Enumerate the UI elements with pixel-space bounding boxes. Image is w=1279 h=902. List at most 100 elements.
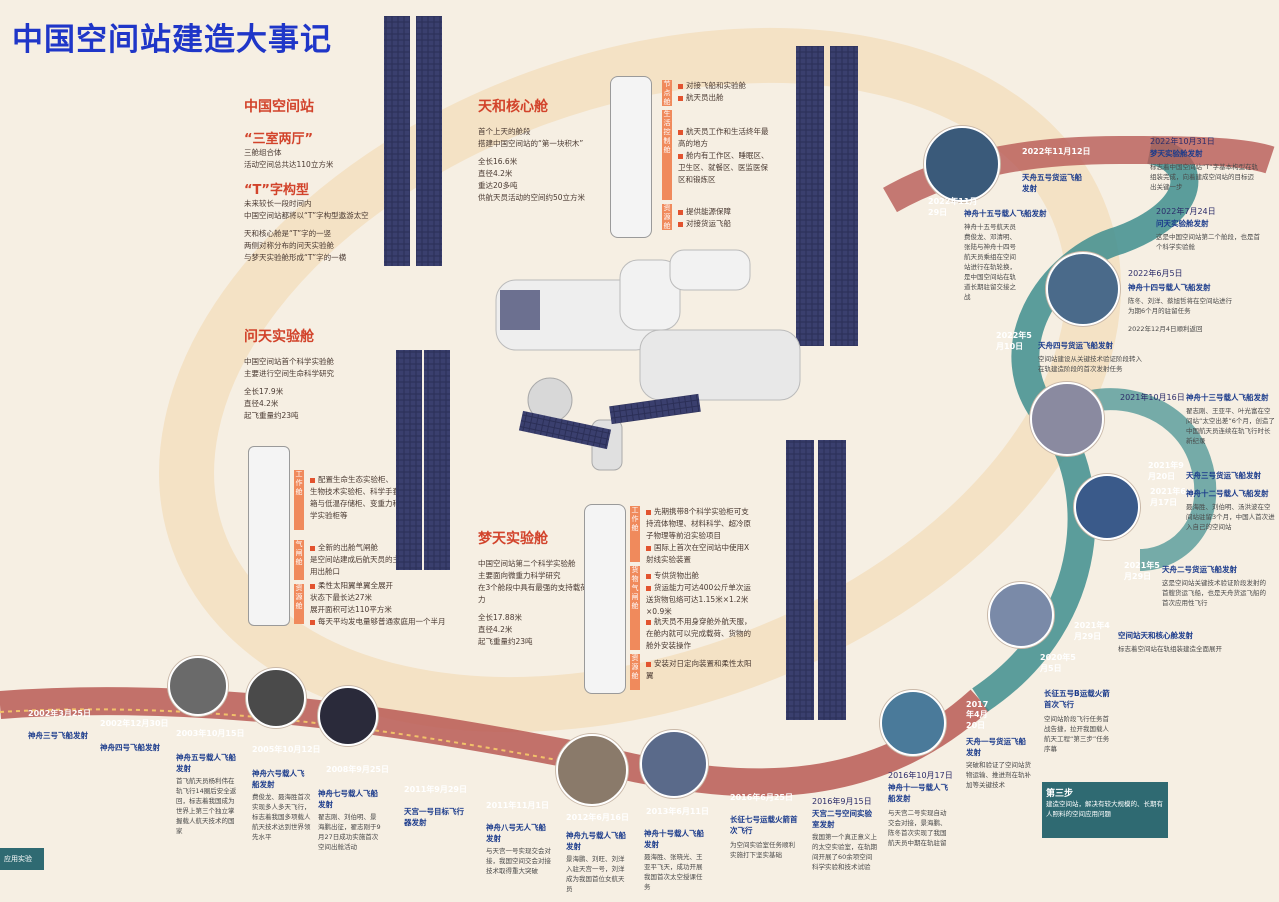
mengtian-weight: 起飞重量约23吨: [478, 637, 533, 646]
timeline-date-2021-09: 2021年9月20日: [1148, 461, 1184, 481]
mengtian-work-tab: 工作舱: [630, 506, 640, 562]
timeline-date-2016-09: 2016年9月15日: [812, 797, 872, 806]
timeline-desc-shenzhou6: 费俊龙、聂海胜首次实现多人多天飞行，标志着我国多项载人航天技术达到世界领先水平: [252, 793, 311, 841]
tianhe-diameter: 直径4.2米: [478, 169, 513, 178]
timeline-event-shenzhou8: 神舟八号无人飞船发射: [486, 823, 546, 843]
astronaut-photo-yang: [168, 656, 228, 716]
tianhe-living-tab: 生活控制舱: [662, 110, 672, 200]
timeline-date-2002-03: 2002年3月25日: [28, 709, 91, 718]
tianhe-desc-2: 搭建中国空间站的“第一块积木”: [478, 139, 584, 148]
timeline-date-2022-11-12: 2022年11月12日: [1022, 147, 1091, 156]
tianhe-living-item-2: 舱内有工作区、睡眠区、卫生区、就餐区、医监医保区和锻炼区: [678, 151, 769, 184]
wentian-module-drawing: [248, 446, 290, 626]
timeline-event-cz5b: 长征五号B运载火箭首次飞行: [1044, 689, 1110, 709]
mengtian-cargo-item-2: 货运能力可达400公斤单次运送货物包络可达1.15米×1.2米×0.9米: [646, 583, 751, 616]
astronaut-photo-shenzhou13: [1030, 382, 1104, 456]
wentian-heading: 问天实验舱: [244, 329, 314, 345]
timeline-desc-shenzhou11: 与天宫二号实现自动交会对接，景海鹏、陈冬首次实现了我国航天员中期在轨驻留: [888, 809, 947, 847]
timeline-date-2016-06: 2016年6月25日: [730, 793, 793, 802]
timeline-desc-shenzhou9: 景海鹏、刘旺、刘洋入驻天宫一号，刘洋成为我国首位女航天员: [566, 855, 625, 893]
timeline-event-tianzhou2: 天舟二号货运飞船发射: [1162, 565, 1237, 574]
timeline-date-2022-06: 2022年6月5日: [1128, 269, 1183, 278]
timeline-event-shenzhou14: 神舟十四号载人飞船发射: [1128, 283, 1211, 292]
timeline-desc-shenzhou8: 与天宫一号实现交会对接，我国空间交会对接技术取得重大突破: [486, 847, 551, 875]
tianhe-resource-item-2: 对接货运飞船: [678, 218, 778, 230]
mengtian-cargo-tab: 货物气闸舱: [630, 566, 640, 650]
timeline-event-shenzhou11: 神舟十一号载人飞船发射: [888, 783, 948, 803]
timeline-extra-shenzhou14: 2022年12月4日顺利返回: [1128, 325, 1203, 333]
astronaut-photo-spacewalk: [318, 686, 378, 746]
timeline-event-shenzhou9: 神舟九号载人飞船发射: [566, 831, 626, 851]
astronaut-photo-shenzhou12: [1074, 474, 1140, 540]
timeline-date-2002-12: 2002年12月30日: [100, 719, 169, 728]
phase-three-title: 第三步: [1046, 789, 1074, 799]
mengtian-diameter: 直径4.2米: [478, 625, 513, 634]
timeline-desc-shenzhou14: 陈冬、刘洋、蔡旭哲将在空间站进行为期6个月的驻留任务: [1128, 297, 1232, 315]
timeline-date-2012-06: 2012年6月16日: [566, 813, 629, 822]
timeline-date-2022-05: 2022年5月10日: [996, 331, 1032, 351]
tianhe-resource-tab: 资源舱: [662, 204, 672, 230]
three-cabins-line-2: 活动空间总共达110立方米: [244, 160, 334, 169]
timeline-date-2021-04: 2021年4月29日: [1074, 621, 1110, 641]
mengtian-desc-2: 主要面向微重力科学研究: [478, 571, 561, 580]
wentian-length: 全长17.9米: [244, 387, 284, 396]
timeline-event-wentian: 问天实验舱发射: [1156, 219, 1209, 228]
tianhe-module-drawing: [610, 76, 652, 238]
tianhe-desc-1: 首个上天的舱段: [478, 127, 531, 136]
wentian-airlock-item-1: 全新的出舱气闸舱: [310, 542, 400, 554]
timeline-event-tiangong2: 天宫二号空间实验室发射: [812, 809, 872, 829]
astronaut-photo-shenzhou14: [1046, 252, 1120, 326]
tianhe-length: 全长16.6米: [478, 157, 518, 166]
timeline-event-shenzhou12: 神舟十二号载人飞船发射: [1186, 489, 1269, 498]
wentian-resource-item-3: 每天平均发电量够普通家庭用一个半月: [310, 616, 450, 628]
timeline-desc-shenzhou13: 翟志刚、王亚平、叶光富在空间站“太空出差”6个月，创造了中国航天员连续在轨飞行时…: [1186, 407, 1275, 445]
timeline-desc-mengtian: 标志着中国空间站“T”字基本构型在轨组装完成，向着建成空间站的目标迈出关键一步: [1150, 163, 1259, 191]
timeline-event-tianzhou5: 天舟五号货运飞船发射: [1022, 173, 1082, 193]
mengtian-desc-1: 中国空间站第二个科学实验舱: [478, 559, 576, 568]
timeline-date-2022-07: 2022年7月24日: [1156, 207, 1216, 216]
tianhe-space: 供航天员活动的空间约50立方米: [478, 193, 586, 202]
wentian-work-item: 配置生命生态实验柜、生物技术实验柜、科学手套箱与低温存储柜、变重力科学实验柜等: [310, 475, 400, 520]
timeline-date-2011-09: 2011年9月29日: [404, 785, 467, 794]
timeline-date-2011-11: 2011年11月1日: [486, 801, 549, 810]
timeline-event-shenzhou3: 神舟三号飞船发射: [28, 731, 88, 740]
timeline-desc-tianzhou1: 突破和验证了空间站货物运输、推进剂在轨补加等关键技术: [966, 761, 1031, 789]
mengtian-work-item-1: 先期携带8个科学实验柜可支持流体物理、材料科学、超冷原子物理等前沿实验项目: [646, 507, 751, 540]
wentian-resource-tab: 资源舱: [294, 584, 304, 624]
page-title: 中国空间站建造大事记: [12, 22, 332, 58]
phase-three-desc: 建造空间站，解决有较大规模的、长期有人照料的空间应用问题: [1046, 800, 1163, 818]
tianhe-node-tab: 节点舱: [662, 80, 672, 106]
astronaut-photo-jing-chen: [880, 690, 946, 756]
tianhe-panel: 天和核心舱 首个上天的舱段 搭建中国空间站的“第一块积木” 全长16.6米 直径…: [478, 96, 618, 204]
timeline-desc-tianhe: 标志着空间站在轨组装建造全面展开: [1118, 645, 1222, 653]
tianhe-node-item-2: 航天员出舱: [678, 92, 778, 104]
mengtian-cargo-item-3: 航天员不用身穿舱外航天服，在舱内就可以完成载荷、货物的舱外安装操作: [646, 617, 752, 650]
space-station-illustration: [384, 16, 858, 720]
timeline-date-2017-04: 2017年4月20日: [966, 700, 989, 730]
timeline-event-shenzhou5: 神舟五号载人飞船发射: [176, 753, 236, 773]
t-shape-title: “T”字构型: [244, 183, 309, 198]
t-shape-line-1: 未来较长一段时间内: [244, 199, 312, 208]
timeline-desc-shenzhou12: 聂海胜、刘伯明、汤洪波在空间站驻留3个月，中国人首次进入自己的空间站: [1186, 503, 1275, 531]
tianhe-resource-item-1: 提供能源保障: [678, 206, 778, 218]
timeline-desc-cz5b: 空间站阶段飞行任务首战告捷，拉开我国载人航天工程“第三步”任务序幕: [1044, 715, 1110, 753]
mengtian-cargo-item-1: 专供货物出舱: [646, 570, 756, 582]
wentian-desc-1: 中国空间站首个科学实验舱: [244, 357, 334, 366]
timeline-desc-shenzhou5: 首飞航天员杨利伟在轨飞行14圈后安全返回，标志着我国成为世界上第三个独立掌握载人…: [176, 777, 237, 835]
t-shape-line-2: 中国空间站都将以“T”字构型遨游太空: [244, 211, 369, 220]
timeline-event-shenzhou6: 神舟六号载人飞船发射: [252, 769, 305, 789]
timeline-date-2021-05: 2021年5月29日: [1124, 561, 1160, 581]
timeline-event-shenzhou13: 神舟十三号载人飞船发射: [1186, 393, 1269, 402]
timeline-event-shenzhou7: 神舟七号载人飞船发射: [318, 789, 378, 809]
timeline-event-mengtian: 梦天实验舱发射: [1150, 149, 1203, 158]
tianhe-living-item-1: 航天员工作和生活终年最高的地方: [678, 127, 769, 148]
timeline-event-tianzhou4: 天舟四号货运飞船发射: [1038, 341, 1113, 350]
t-shape-line-4: 两侧对称分布的问天实验舱: [244, 241, 334, 250]
astronaut-photo-liu-yang: [556, 734, 628, 806]
timeline-date-2021-10: 2021年10月16日: [1120, 393, 1185, 402]
wentian-weight: 起飞重量约23吨: [244, 411, 299, 420]
three-cabins-title: “三室两厅”: [244, 132, 314, 147]
timeline-desc-tiangong2: 我国第一个真正意义上的太空实验室，在轨期间开展了60余项空间科学实验和技术试验: [812, 833, 877, 871]
mengtian-module-drawing: [584, 504, 626, 694]
timeline-desc-tianzhou4: 空间站建设从关键技术验证阶段转入在轨建造阶段的首次发射任务: [1038, 355, 1142, 373]
